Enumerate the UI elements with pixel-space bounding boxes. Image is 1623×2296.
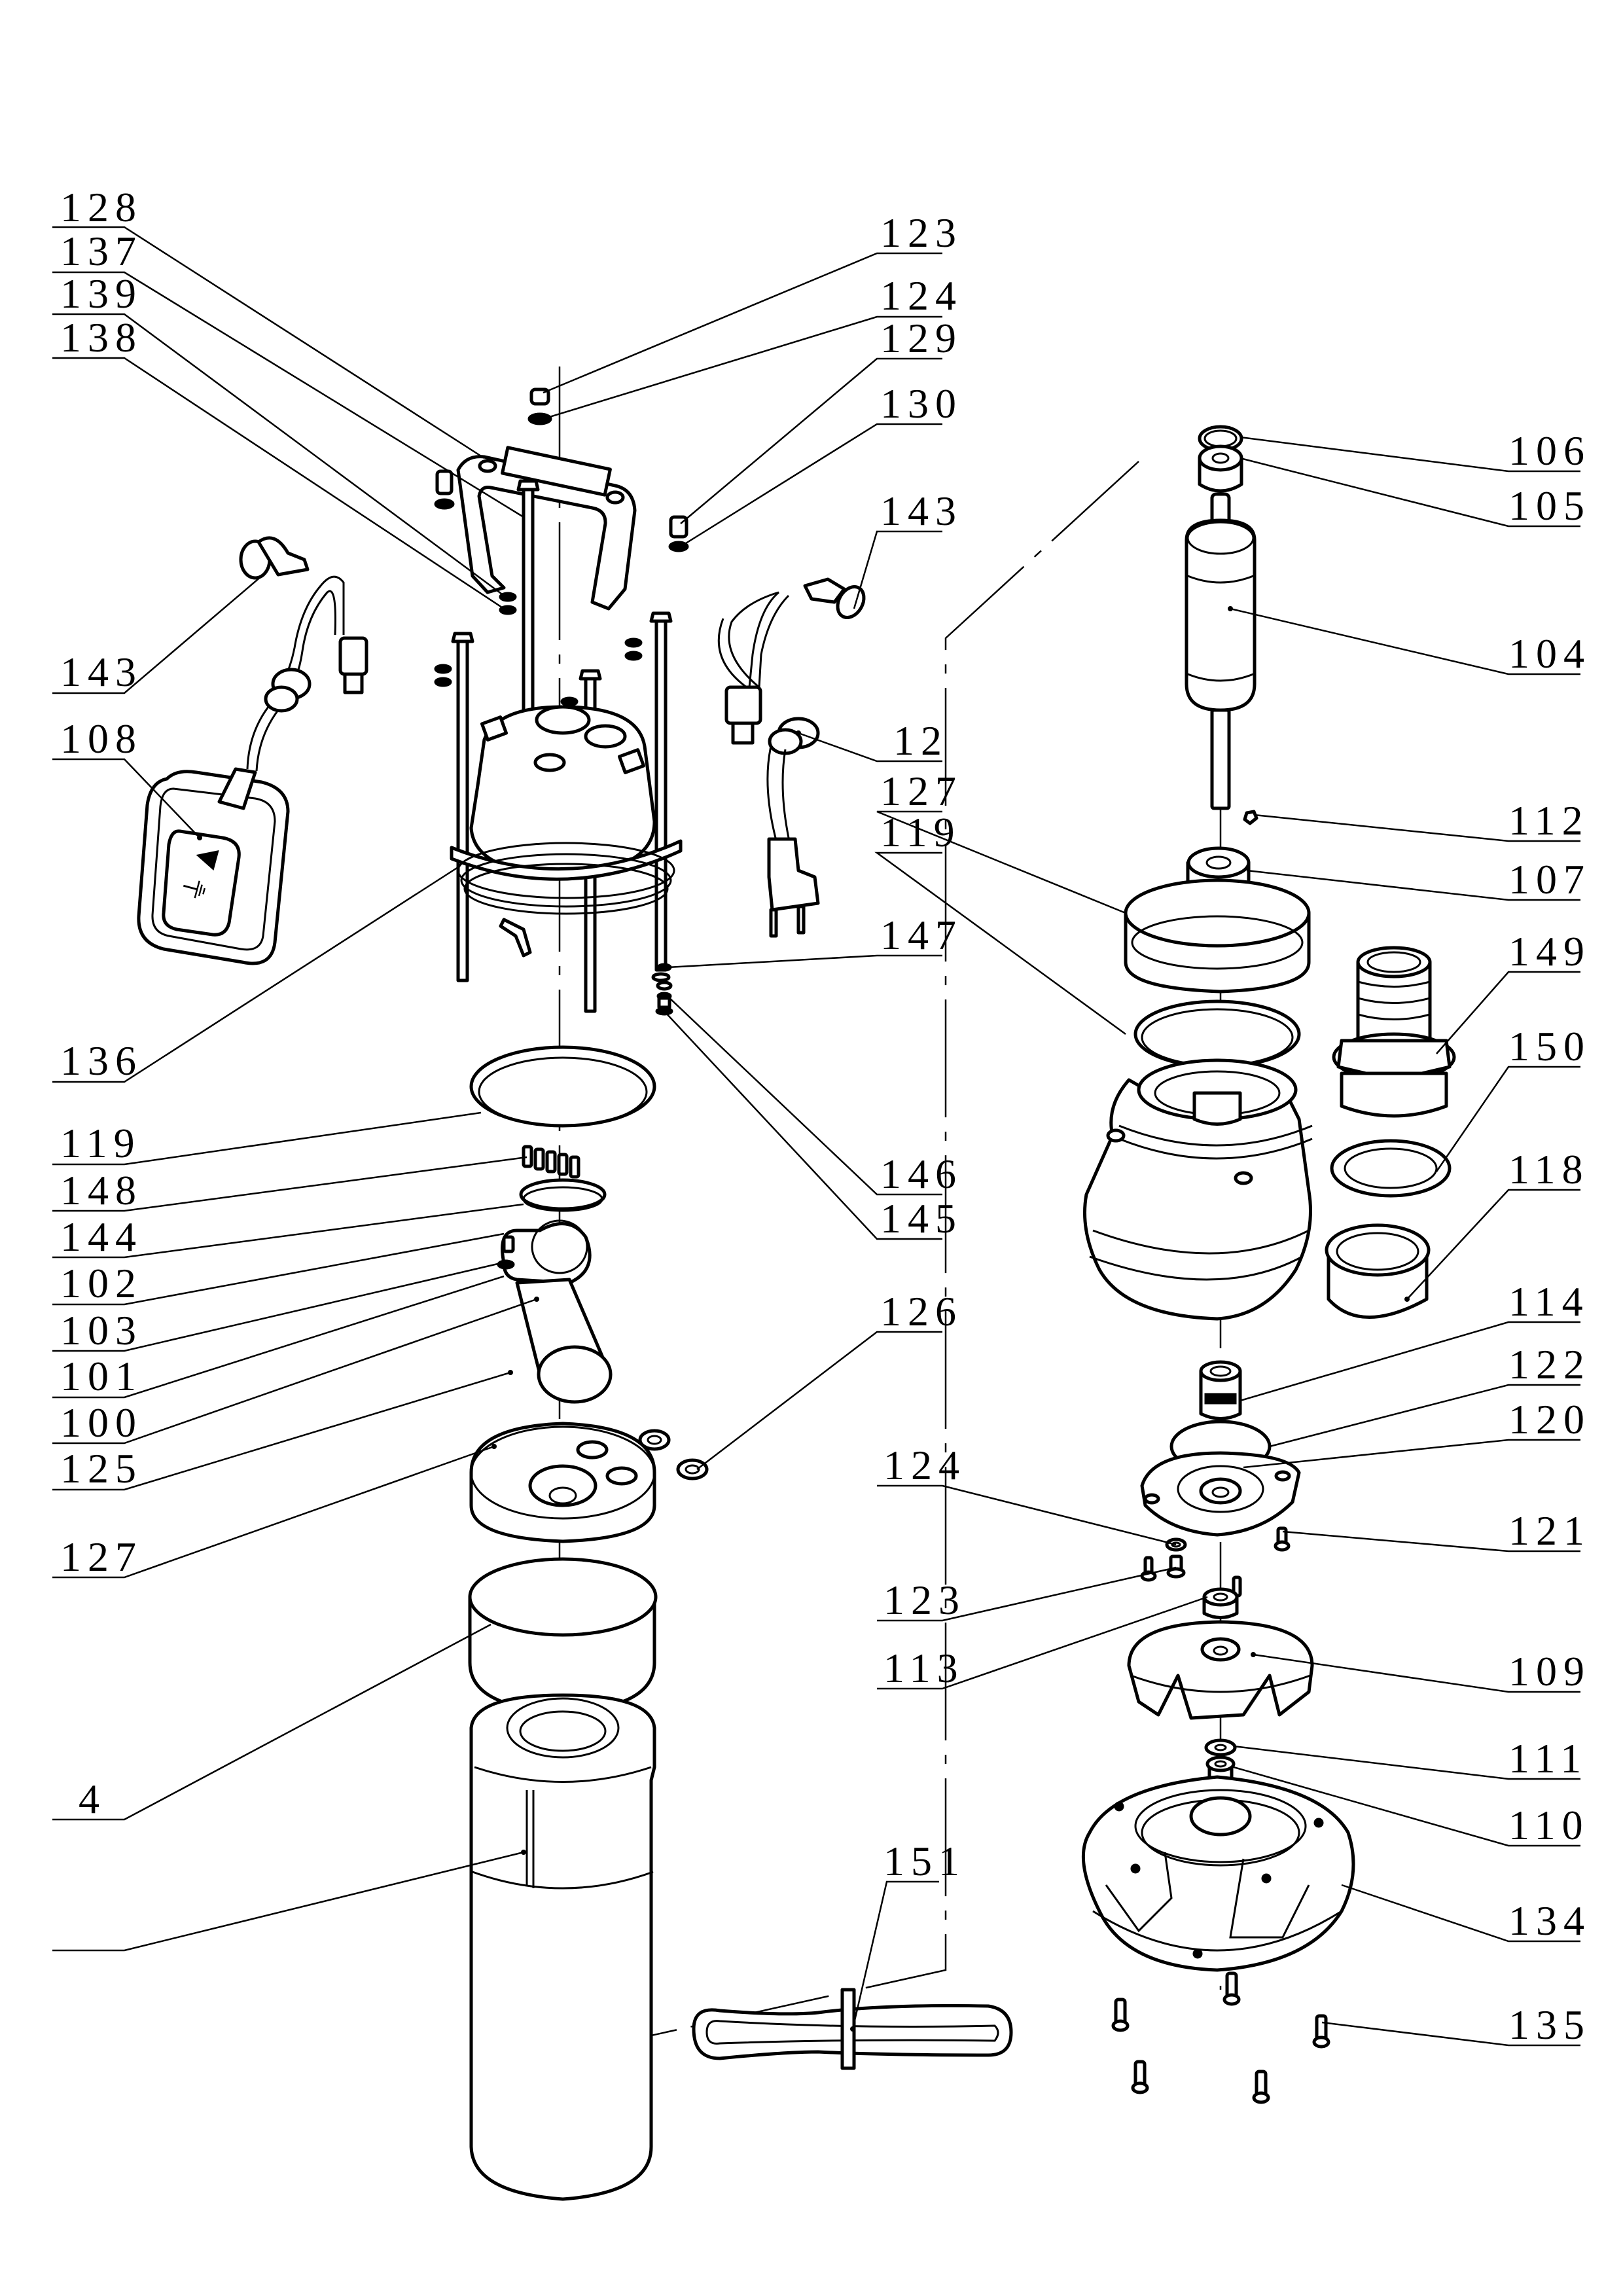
bushing-113 (1202, 1587, 1239, 1619)
tie-rods-137 (451, 479, 673, 1013)
washers-138-139 (434, 592, 643, 720)
label-129: 129 (880, 315, 963, 361)
impeller-109 (1127, 1620, 1314, 1720)
screw-121 (1274, 1526, 1291, 1552)
o-ring-119-right (1133, 999, 1301, 1069)
label-147: 147 (880, 912, 963, 958)
label-111: 111 (1508, 1735, 1588, 1782)
washer-111 (1204, 1738, 1237, 1757)
pump-body-118 (1083, 1058, 1431, 1321)
label-150: 150 (1508, 1023, 1591, 1069)
gasket-150 (1330, 1139, 1452, 1198)
cable-clip-piece (499, 918, 532, 958)
label-113: 113 (883, 1645, 965, 1691)
power-cable-12 (717, 591, 820, 938)
label-130: 130 (880, 380, 963, 427)
o-ring-119-left (469, 1045, 656, 1128)
screw-102 (502, 1235, 515, 1253)
screw-129-130 (668, 515, 689, 552)
label-146: 146 (880, 1151, 963, 1197)
label-110: 110 (1508, 1802, 1590, 1848)
label-138: 138 (60, 314, 143, 361)
label-127-center: 127 (880, 768, 963, 814)
motor-housing-4 (469, 1693, 656, 2201)
key-112 (1243, 810, 1258, 825)
float-switch-108: ⏚ ▲ (137, 575, 368, 965)
label-100: 100 (60, 1399, 143, 1446)
label-135: 135 (1508, 2001, 1591, 2048)
label-108: 108 (60, 715, 143, 762)
label-127-left: 127 (60, 1534, 143, 1580)
label-123-top: 123 (880, 209, 963, 256)
labels-center: 123 124 129 130 143 12 127 119 147 146 1… (880, 209, 966, 1884)
label-123-center: 123 (883, 1577, 966, 1623)
screws-148 (522, 1145, 580, 1179)
label-104: 104 (1508, 630, 1591, 677)
screw-left-handle (434, 469, 455, 510)
motor-top-cover-136 (450, 705, 683, 915)
label-120: 120 (1508, 1396, 1591, 1443)
label-128: 128 (60, 184, 143, 230)
label-148: 148 (60, 1167, 143, 1213)
label-124-top: 124 (880, 272, 963, 319)
label-134: 134 (1508, 1897, 1591, 1944)
sleeve-127-right (1124, 878, 1311, 994)
label-124-center: 124 (883, 1442, 966, 1488)
motor-end-cover-125 (469, 1422, 656, 1543)
bearing-105 (1198, 444, 1243, 493)
label-109: 109 (1508, 1648, 1591, 1695)
rotor-104 (1185, 492, 1257, 810)
cable-clip-143-left (239, 536, 310, 580)
label-4: 4 (79, 1776, 106, 1822)
label-144: 144 (60, 1213, 143, 1260)
label-107: 107 (1508, 856, 1591, 903)
labels-left: 128 137 139 138 143 108 136 119 148 144 … (60, 184, 143, 1822)
label-121: 121 (1508, 1507, 1591, 1554)
bushing-126 (638, 1429, 709, 1480)
label-143-right: 143 (880, 488, 963, 534)
label-118: 118 (1508, 1146, 1590, 1193)
mechanical-seal-114 (1199, 1360, 1242, 1420)
label-122: 122 (1508, 1341, 1591, 1388)
label-136: 136 (60, 1037, 143, 1084)
label-103: 103 (60, 1307, 143, 1354)
label-145: 145 (880, 1195, 963, 1242)
label-119-center: 119 (880, 809, 961, 855)
capacitor-100 (515, 1278, 613, 1404)
leader-dots (197, 606, 1410, 2032)
label-125: 125 (60, 1445, 143, 1492)
cable-clip-143-right (803, 577, 866, 619)
label-112: 112 (1508, 797, 1590, 844)
label-126: 126 (880, 1288, 963, 1335)
seal-plate-120 (1140, 1451, 1301, 1537)
hose-connector-149 (1332, 946, 1456, 1118)
label-143-left: 143 (60, 649, 143, 695)
screws-135 (1111, 1971, 1330, 2104)
labels-right: 106 105 104 112 107 149 150 118 114 122 … (1508, 427, 1591, 2048)
screw-123-top (527, 387, 552, 425)
hose-clamp-144 (519, 1178, 607, 1212)
washer-103 (497, 1259, 515, 1270)
sleeve-127-left (468, 1557, 658, 1713)
label-119-left: 119 (60, 1120, 141, 1166)
handle-128 (456, 446, 637, 611)
label-105: 105 (1508, 482, 1591, 529)
label-151: 151 (883, 1838, 966, 1884)
cable-strap-151 (692, 1988, 1013, 2070)
label-106: 106 (1508, 427, 1591, 474)
label-114: 114 (1508, 1278, 1590, 1325)
screws-123-right (1140, 1554, 1242, 1598)
capacitor-clip-101 (501, 1219, 592, 1285)
label-12: 12 (893, 717, 948, 764)
base-134 (1081, 1775, 1355, 1972)
label-149: 149 (1508, 928, 1591, 975)
label-137: 137 (60, 228, 143, 274)
label-101: 101 (60, 1353, 143, 1399)
small-screws-145-147 (651, 963, 673, 1016)
label-139: 139 (60, 270, 143, 317)
leader-lines (52, 226, 1580, 2047)
label-102: 102 (60, 1260, 143, 1306)
